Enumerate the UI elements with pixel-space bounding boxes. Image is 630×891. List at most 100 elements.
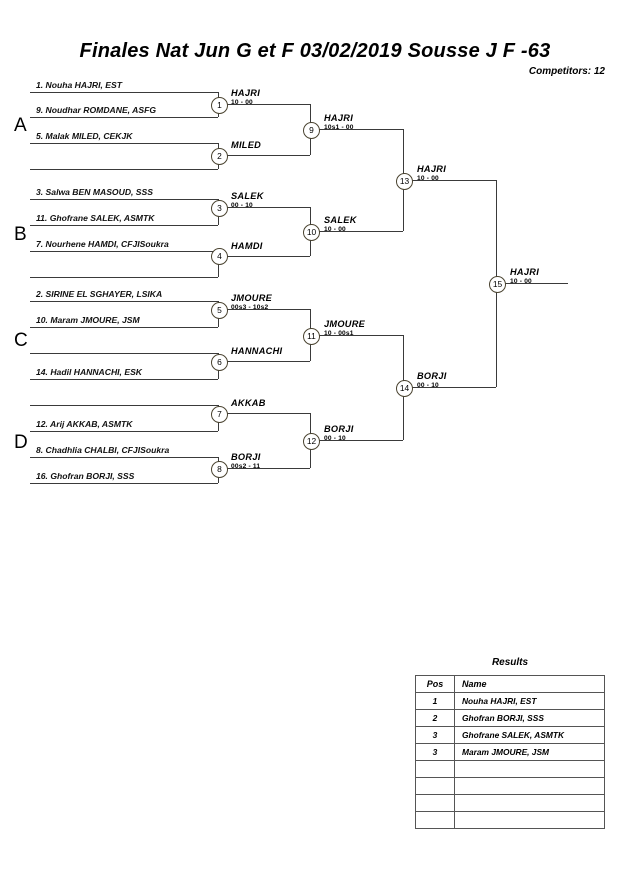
results-cell-name	[454, 811, 605, 829]
slot-line	[30, 483, 218, 484]
slot-label: 10. Maram JMOURE, JSM	[36, 315, 140, 325]
results-cell-name	[454, 760, 605, 778]
winner-score: 00s3 - 10s2	[231, 304, 269, 311]
match-circle-13[interactable]: 13	[396, 173, 413, 190]
winner-score: 10 - 00	[231, 99, 253, 106]
match-circle-7[interactable]: 7	[211, 406, 228, 423]
results-cell-name	[454, 794, 605, 812]
match-result-8: BORJI 00s2 - 11	[231, 452, 261, 470]
match-circle-2[interactable]: 2	[211, 148, 228, 165]
results-cell-name: Maram JMOURE, JSM	[454, 743, 605, 761]
results-row	[415, 794, 605, 812]
group-label-d: D	[14, 432, 28, 453]
slot-label: 8. Chadhlia CHALBI, CFJISoukra	[36, 445, 170, 455]
winner-line-m4	[226, 256, 310, 257]
slot-label: 14. Hadil HANNACHI, ESK	[36, 367, 143, 377]
match-result-15: HAJRI 10 - 00	[510, 267, 539, 285]
match-result-3: SALEK 00 - 10	[231, 191, 264, 209]
match-circle-4[interactable]: 4	[211, 248, 228, 265]
winner-name: BORJI	[231, 452, 261, 462]
results-cell-pos	[415, 777, 455, 795]
results-row	[415, 777, 605, 795]
match-circle-3[interactable]: 3	[211, 200, 228, 217]
competitors-count: Competitors: 12	[528, 66, 605, 77]
match-result-6: HANNACHI	[231, 346, 282, 357]
winner-score: 00 - 10	[417, 382, 439, 389]
winner-score: 10 - 00	[417, 175, 439, 182]
match-circle-1[interactable]: 1	[211, 97, 228, 114]
slot-line	[30, 379, 218, 380]
match-circle-8[interactable]: 8	[211, 461, 228, 478]
match-circle-5[interactable]: 5	[211, 302, 228, 319]
results-row	[415, 811, 605, 829]
match-result-1: HAJRI 10 - 00	[231, 88, 260, 106]
winner-name: SALEK	[231, 191, 264, 201]
slot-line	[30, 143, 218, 144]
results-cell-pos	[415, 760, 455, 778]
match-circle-15[interactable]: 15	[489, 276, 506, 293]
winner-score: 10 - 00	[510, 278, 532, 285]
results-cell-name	[454, 777, 605, 795]
slot-label: 16. Ghofran BORJI, SSS	[36, 471, 135, 481]
winner-name: MILED	[231, 140, 262, 150]
winner-line-m9	[318, 129, 403, 130]
match-circle-6[interactable]: 6	[211, 354, 228, 371]
page-title: Finales Nat Jun G et F 03/02/2019 Sousse…	[79, 40, 551, 62]
match-result-7: AKKAB	[231, 398, 266, 409]
winner-score: 10 - 00s1	[324, 330, 354, 337]
match-circle-10[interactable]: 10	[303, 224, 320, 241]
results-row	[415, 760, 605, 778]
winner-name: HAJRI	[510, 267, 540, 277]
winner-name: HANNACHI	[231, 346, 283, 356]
match-result-14: BORJI 00 - 10	[417, 371, 447, 389]
match-result-12: BORJI 00 - 10	[324, 424, 354, 442]
match-circle-11[interactable]: 11	[303, 328, 320, 345]
results-cell-pos: 1	[415, 692, 455, 710]
slot-label: 3. Salwa BEN MASOUD, SSS	[36, 187, 154, 197]
group-label-a: A	[14, 115, 27, 136]
winner-line-m6	[226, 361, 310, 362]
winner-line-m5	[226, 309, 310, 310]
match-result-10: SALEK 10 - 00	[324, 215, 357, 233]
slot-line	[30, 225, 218, 226]
slot-line	[30, 92, 218, 93]
group-label-b: B	[14, 224, 27, 245]
slot-label: 12. Arij AKKAB, ASMTK	[36, 419, 133, 429]
winner-line-m10	[318, 231, 403, 232]
winner-line-m7	[226, 413, 310, 414]
slot-label: 1. Nouha HAJRI, EST	[36, 80, 122, 90]
slot-label: 7. Nourhene HAMDI, CFJISoukra	[36, 239, 169, 249]
match-circle-9[interactable]: 9	[303, 122, 320, 139]
match-result-5: JMOURE 00s3 - 10s2	[231, 293, 272, 311]
winner-line-m1	[226, 104, 310, 105]
match-circle-14[interactable]: 14	[396, 380, 413, 397]
winner-name: JMOURE	[324, 319, 366, 329]
results-cell-pos	[415, 811, 455, 829]
winner-line-m8	[226, 468, 310, 469]
match-circle-12[interactable]: 12	[303, 433, 320, 450]
winner-line-m3	[226, 207, 310, 208]
winner-name: SALEK	[324, 215, 357, 225]
results-cell-pos: 2	[415, 709, 455, 727]
winner-name: HAMDI	[231, 241, 263, 251]
slot-line	[30, 117, 218, 118]
winner-name: BORJI	[417, 371, 447, 381]
results-col-pos: Pos	[415, 675, 455, 693]
winner-line-m12	[318, 440, 403, 441]
slot-label: 2. SIRINE EL SGHAYER, LSIKA	[36, 289, 163, 299]
winner-name: HAJRI	[417, 164, 447, 174]
winner-name: JMOURE	[231, 293, 273, 303]
match-result-4: HAMDI	[231, 241, 263, 252]
slot-line	[30, 301, 218, 302]
winner-score: 00 - 10	[324, 435, 346, 442]
winner-score: 00s2 - 11	[231, 463, 261, 470]
slot-line	[30, 405, 218, 406]
match-result-9: HAJRI 10s1 - 00	[324, 113, 354, 131]
winner-name: HAJRI	[231, 88, 261, 98]
match-result-11: JMOURE 10 - 00s1	[324, 319, 365, 337]
winner-line-m11	[318, 335, 403, 336]
